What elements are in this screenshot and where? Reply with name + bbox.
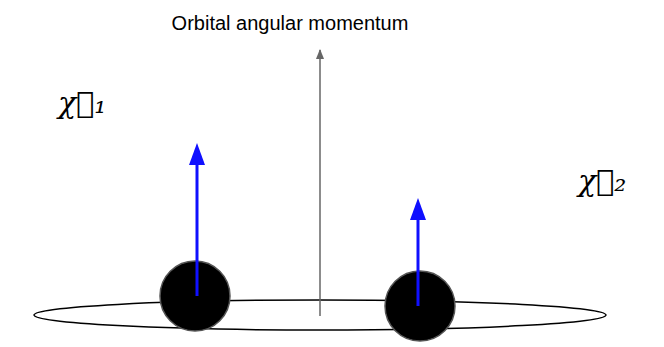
axis-label: Orbital angular momentum bbox=[172, 12, 409, 34]
spin-arrow-head bbox=[189, 143, 205, 165]
orbital-momentum-arrow bbox=[319, 50, 321, 316]
spin-arrow-shaft bbox=[417, 215, 420, 306]
black-hole bbox=[385, 271, 455, 341]
spin-label: χ⃗₂ bbox=[578, 164, 626, 197]
spin-arrow-head bbox=[410, 198, 426, 220]
black-hole bbox=[160, 261, 230, 331]
spin-label: χ⃗₁ bbox=[58, 86, 106, 119]
spin-arrow-shaft bbox=[196, 160, 199, 296]
